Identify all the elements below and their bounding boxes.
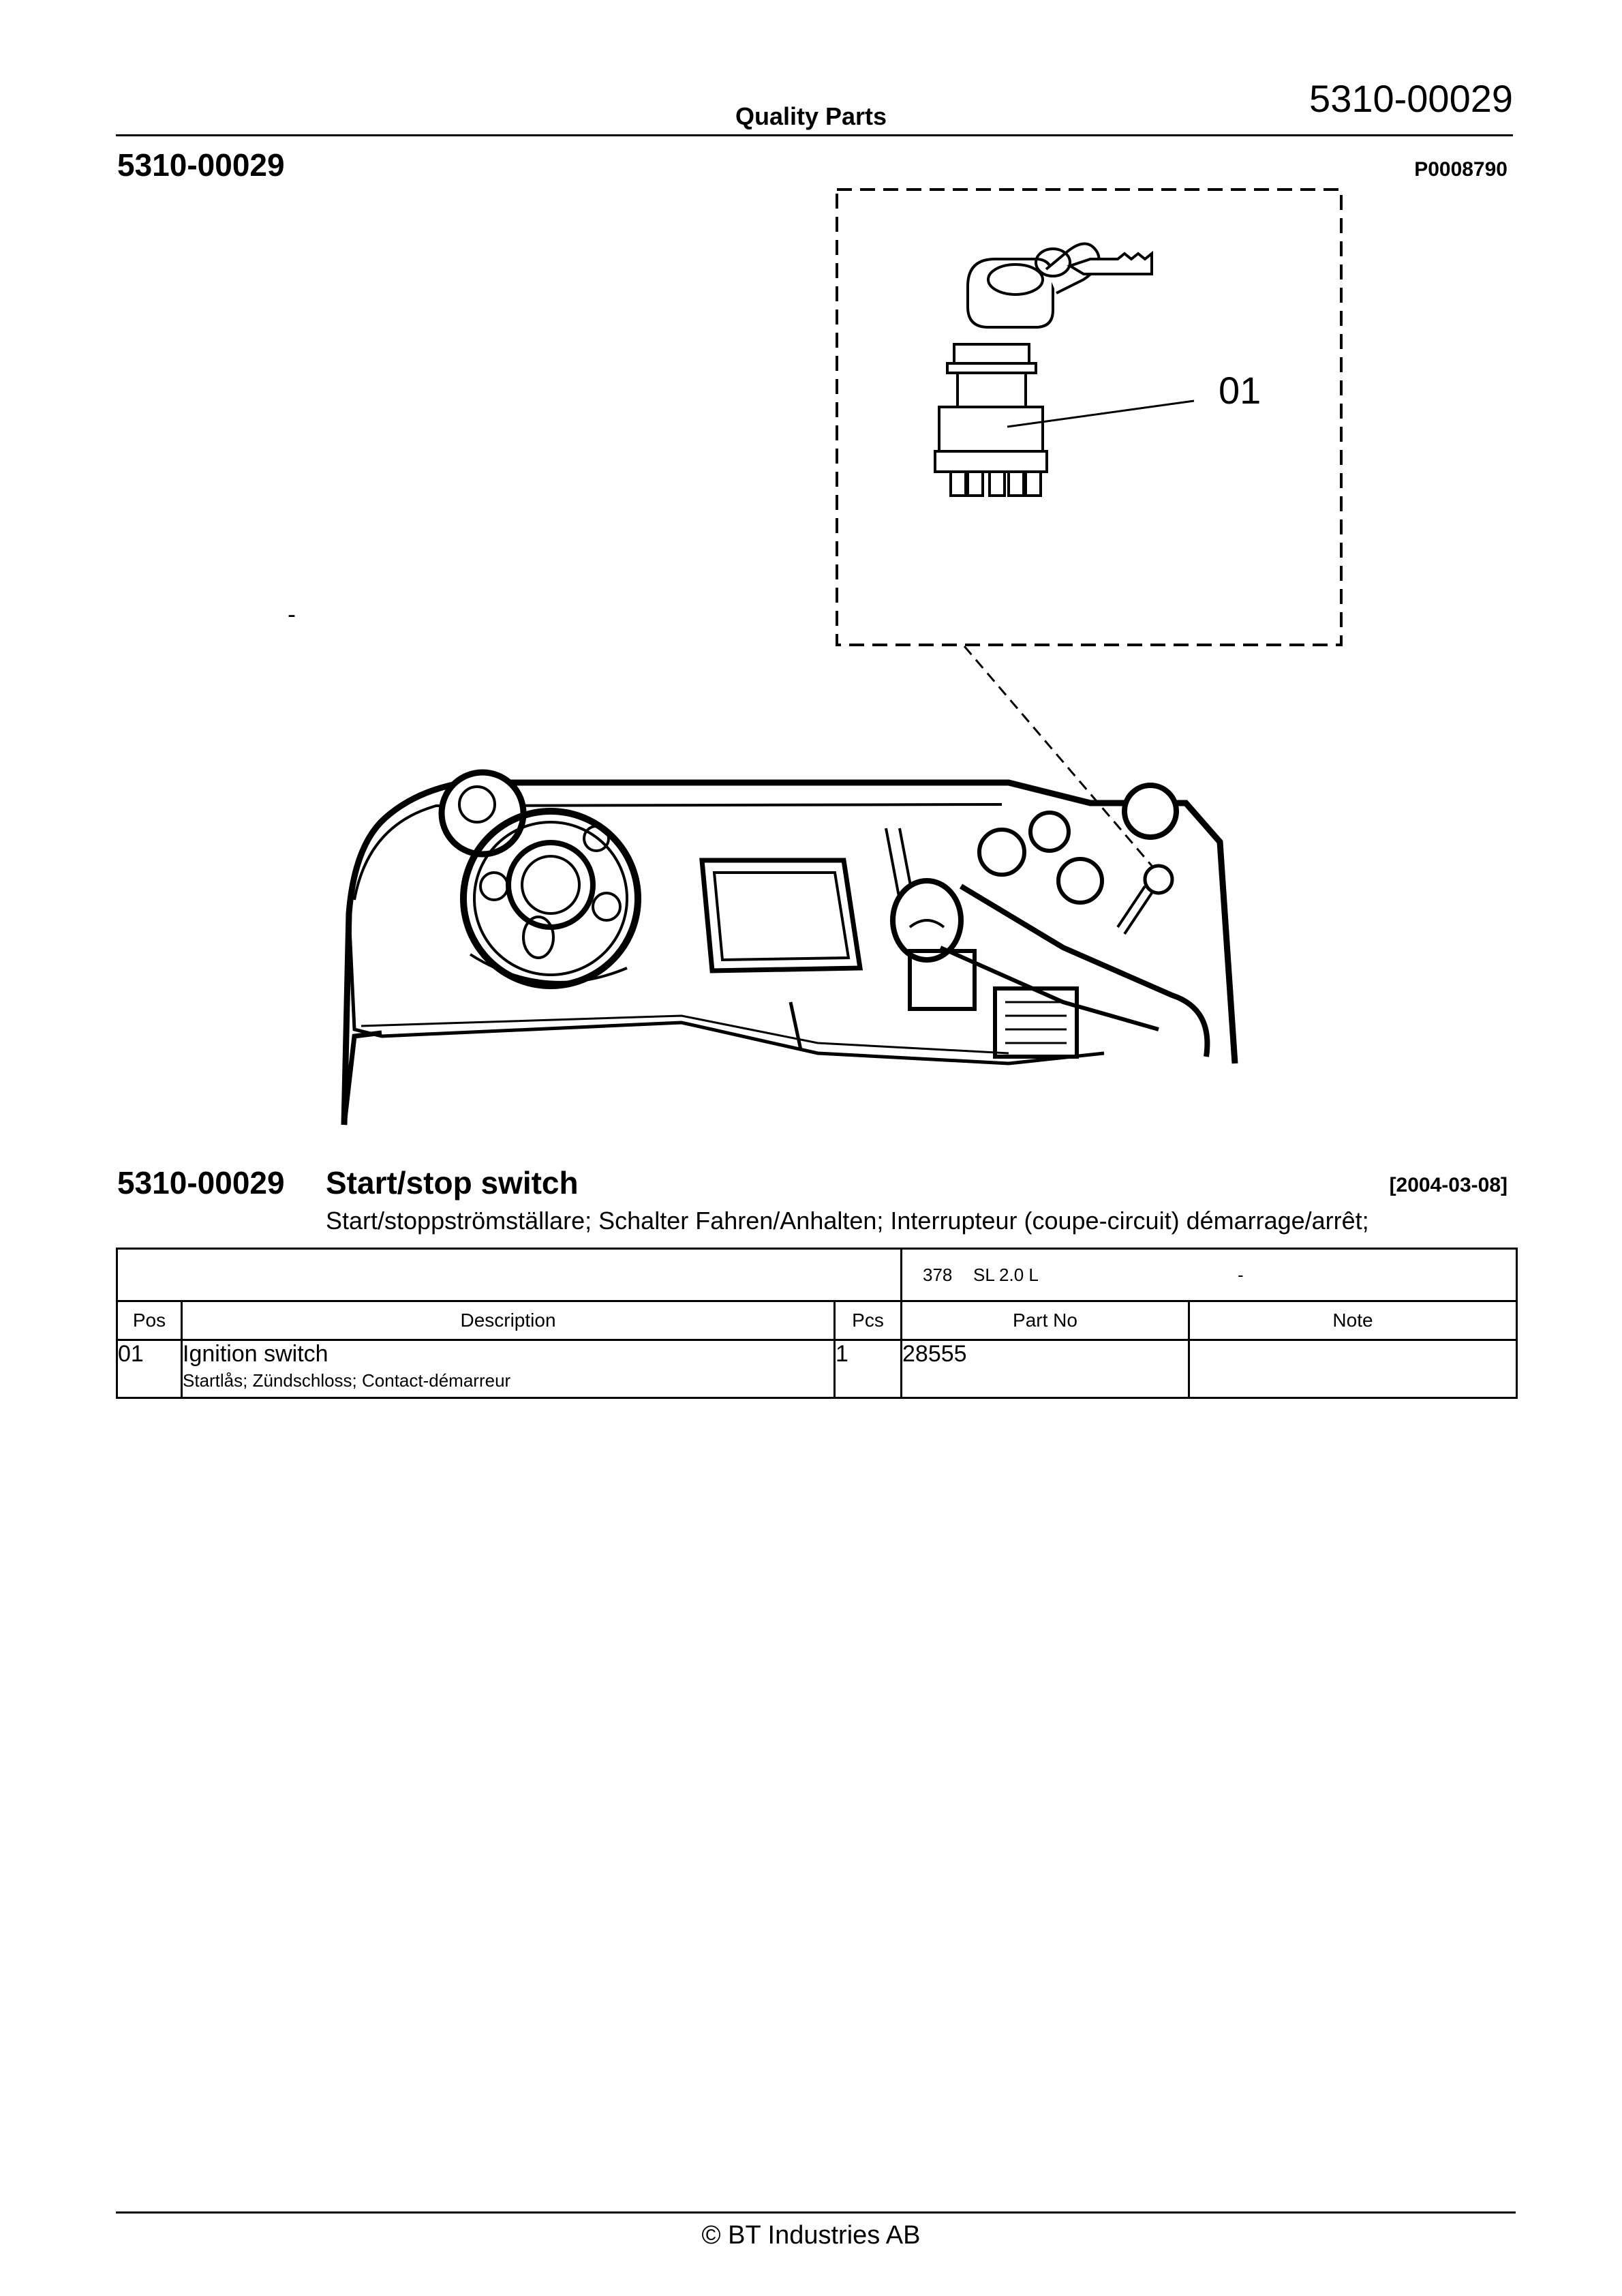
table-header-row: Pos Description Pcs Part No Note bbox=[116, 1300, 1518, 1341]
callout-leader bbox=[1007, 399, 1195, 428]
parts-drawing: 01 bbox=[341, 188, 1343, 1126]
model-row: 378 SL 2.0 L - bbox=[116, 1248, 1518, 1302]
model-code: 378 bbox=[923, 1265, 953, 1285]
ignition-switch-detail bbox=[934, 242, 1153, 497]
row-description-cell: Ignition switch Startlås; Zündschloss; C… bbox=[181, 1339, 836, 1399]
row-description-translations: Startlås; Zündschloss; Contact-démarreur bbox=[183, 1370, 511, 1391]
model-range: - bbox=[1238, 1265, 1244, 1285]
item-title: Start/stop switch bbox=[326, 1165, 579, 1200]
document-number: 5310-00029 bbox=[1309, 77, 1513, 120]
row-part-no: 28555 bbox=[900, 1339, 1190, 1399]
control-console-drawing bbox=[341, 769, 1238, 1126]
picture-id: P0008790 bbox=[1414, 158, 1508, 181]
callout-label: 01 bbox=[1219, 369, 1261, 412]
row-description: Ignition switch bbox=[183, 1341, 328, 1367]
footer-copyright: © BT Industries AB bbox=[701, 2221, 921, 2250]
col-header-description: Description bbox=[181, 1300, 836, 1341]
header-title: Quality Parts bbox=[735, 102, 887, 130]
col-header-pcs: Pcs bbox=[833, 1300, 902, 1341]
row-pos: 01 bbox=[116, 1339, 183, 1399]
col-header-note: Note bbox=[1188, 1300, 1518, 1341]
section-id: 5310-00029 bbox=[117, 147, 285, 183]
detail-frame bbox=[836, 188, 1343, 646]
row-pcs: 1 bbox=[833, 1339, 902, 1399]
header-divider bbox=[116, 134, 1513, 136]
model-name: SL 2.0 L bbox=[973, 1265, 1039, 1285]
footer-divider bbox=[116, 2211, 1516, 2214]
item-date: [2004-03-08] bbox=[1389, 1174, 1508, 1196]
col-header-part-no: Part No bbox=[900, 1300, 1190, 1341]
col-header-pos: Pos bbox=[116, 1300, 183, 1341]
detail-leader-line bbox=[963, 646, 1153, 866]
parts-table: 378 SL 2.0 L - Pos Description Pcs Part … bbox=[116, 1248, 1518, 1399]
model-info-cell: 378 SL 2.0 L - bbox=[900, 1248, 1518, 1302]
section-dash: - bbox=[288, 600, 296, 628]
row-note bbox=[1188, 1339, 1518, 1399]
table-row: 01 Ignition switch Startlås; Zündschloss… bbox=[116, 1339, 1518, 1399]
item-translations: Start/stoppströmställare; Schalter Fahre… bbox=[326, 1207, 1369, 1235]
item-id: 5310-00029 bbox=[117, 1165, 285, 1200]
model-row-blank bbox=[116, 1248, 902, 1302]
